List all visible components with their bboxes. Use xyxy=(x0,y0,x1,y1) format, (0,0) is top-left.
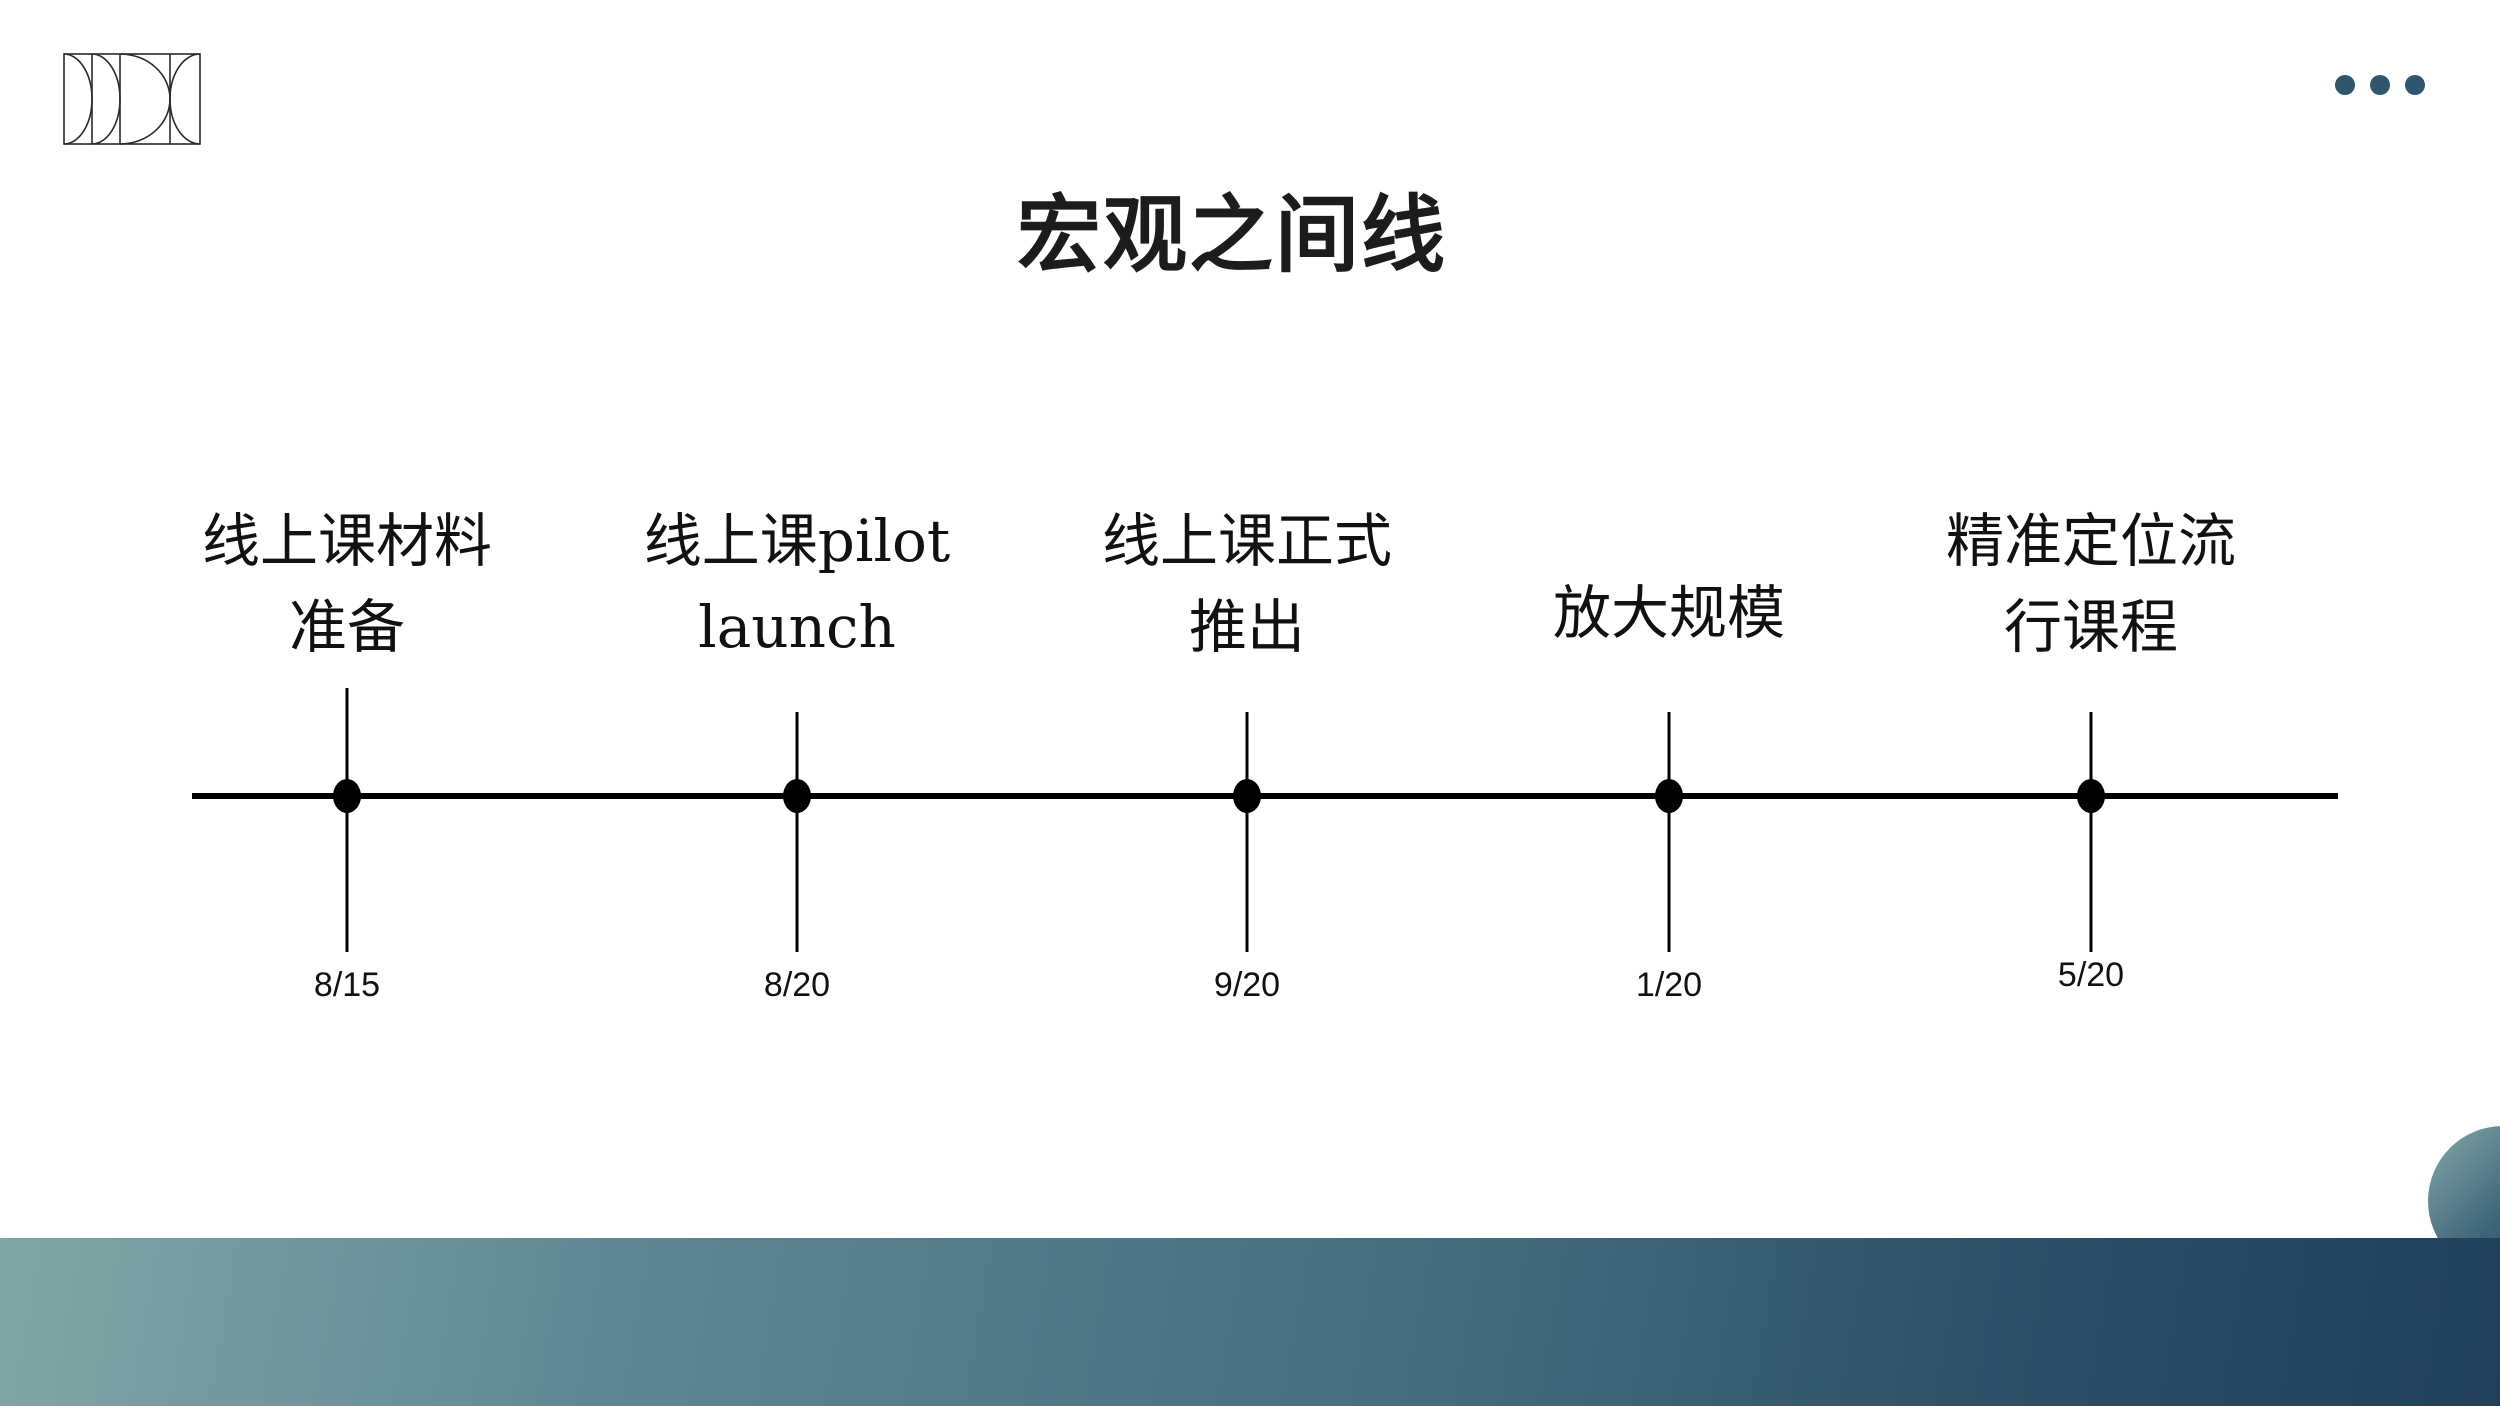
milestone-label: 放大规模 xyxy=(1552,579,1785,647)
geometric-logo-icon xyxy=(63,53,201,145)
three-dots-icon[interactable] xyxy=(2330,70,2430,100)
milestone-date: 9/20 xyxy=(1213,966,1281,1004)
milestone-date: 8/20 xyxy=(763,966,831,1004)
footer-gradient-band xyxy=(0,1238,2500,1406)
milestone-dot xyxy=(333,779,361,813)
milestone-label: 线上课pilot launch xyxy=(643,507,951,661)
milestone-dot xyxy=(1233,779,1261,813)
milestone-dot xyxy=(2077,779,2105,813)
milestone-label: 精准定位流 行课程 xyxy=(1945,507,2236,661)
milestone-label: 线上课正式 推出 xyxy=(1101,507,1392,661)
milestone-date: 1/20 xyxy=(1635,966,1703,1004)
milestone-date: 5/20 xyxy=(2057,956,2125,994)
milestone-dot xyxy=(783,779,811,813)
slide-title: 宏观之间线 xyxy=(1016,185,1447,284)
milestone-dot xyxy=(1655,779,1683,813)
milestone-label: 线上课材料 准备 xyxy=(201,507,492,661)
milestone-date: 8/15 xyxy=(313,966,381,1004)
